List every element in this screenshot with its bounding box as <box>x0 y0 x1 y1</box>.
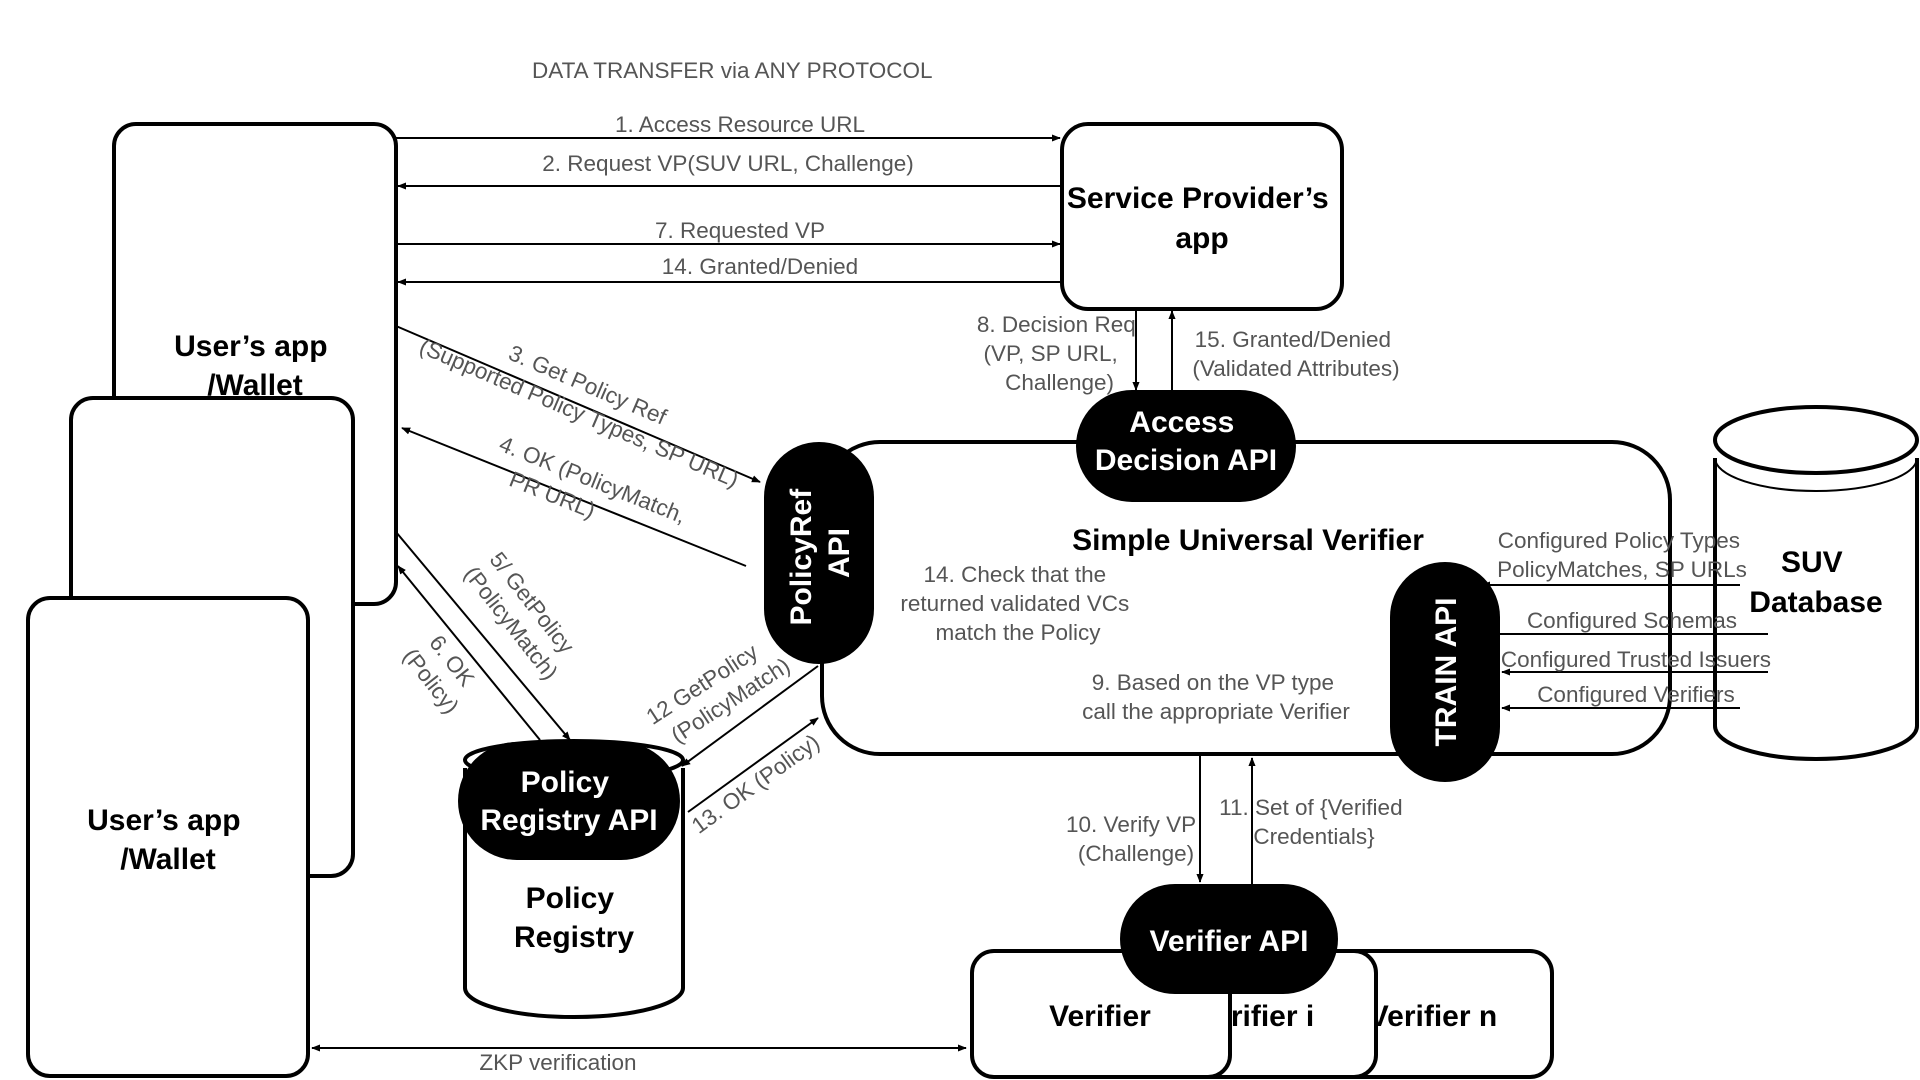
edge-7-label: 7. Requested VP <box>655 218 825 243</box>
suv-database-label: SUV Database <box>1749 546 1882 619</box>
note-check-policy: 14. Check that the returned validated VC… <box>900 562 1135 645</box>
edge-3-line <box>395 325 761 483</box>
policy-registry-api-label: Policy Registry API <box>480 766 657 837</box>
config-policy-types-label: Configured Policy Types PolicyMatches, S… <box>1497 528 1747 582</box>
edge-12-line <box>681 665 819 767</box>
note-vp-type: 9. Based on the VP type call the appropr… <box>1082 670 1350 724</box>
policy-registry-api-pill <box>458 742 680 860</box>
train-api-pill <box>1390 562 1500 782</box>
policy-registry-label: Policy Registry <box>514 882 634 954</box>
edge-11-label: 11. Set of {Verified Credentials} <box>1219 795 1409 849</box>
edge-4-line <box>401 427 747 567</box>
verifier-api-label: Verifier API <box>1150 925 1309 958</box>
verifier-n-label: Verifier n <box>1369 1000 1497 1033</box>
edge-6-label: 6. OK (Policy) <box>398 626 487 718</box>
edge-8-label: 8. Decision Req (VP, SP URL, Challenge) <box>977 312 1142 395</box>
edge-15-label: 15. Granted/Denied (Validated Attributes… <box>1192 327 1399 381</box>
verifier-1-label: Verifier <box>1049 1000 1151 1033</box>
config-schemas-label: Configured Schemas <box>1527 608 1737 633</box>
edge-6-line <box>397 565 541 741</box>
edge-10-label: 10. Verify VP (Challenge) <box>1066 812 1202 866</box>
policyref-api-label: PolicyRef API <box>785 480 856 625</box>
config-verifiers-label: Configured Verifiers <box>1537 682 1735 707</box>
suv-database-cylinder <box>1713 405 1919 761</box>
edge-2-label: 2. Request VP(SUV URL, Challenge) <box>542 151 913 176</box>
edge-13-label: 13. OK (Policy) <box>687 729 824 838</box>
edge-5-line <box>395 531 571 741</box>
user-wallet-front-box <box>26 596 310 1078</box>
service-provider-label: Service Provider’s app <box>1067 182 1337 255</box>
edge-14-label: 14. Granted/Denied <box>662 254 858 279</box>
verifier-api-pill <box>1120 884 1338 994</box>
diagram-header: DATA TRANSFER via ANY PROTOCOL <box>532 58 933 83</box>
config-issuers-label: Configured Trusted Issuers <box>1501 647 1771 672</box>
edge-13-line <box>687 717 819 813</box>
service-provider-box <box>1060 122 1344 311</box>
policyref-api-pill <box>764 442 874 664</box>
train-api-label: TRAIN API <box>1430 598 1463 747</box>
user-wallet-front-label: User’s app /Wallet <box>87 804 249 876</box>
edge-12-label: 12 GetPolicy (PolicyMatch) <box>642 629 795 754</box>
access-decision-api-pill <box>1076 390 1296 502</box>
zkp-label: ZKP verification <box>479 1050 636 1075</box>
edge-1-label: 1. Access Resource URL <box>615 112 865 137</box>
suv-title: Simple Universal Verifier <box>1072 524 1424 557</box>
access-decision-api-label: Access Decision API <box>1095 406 1277 477</box>
